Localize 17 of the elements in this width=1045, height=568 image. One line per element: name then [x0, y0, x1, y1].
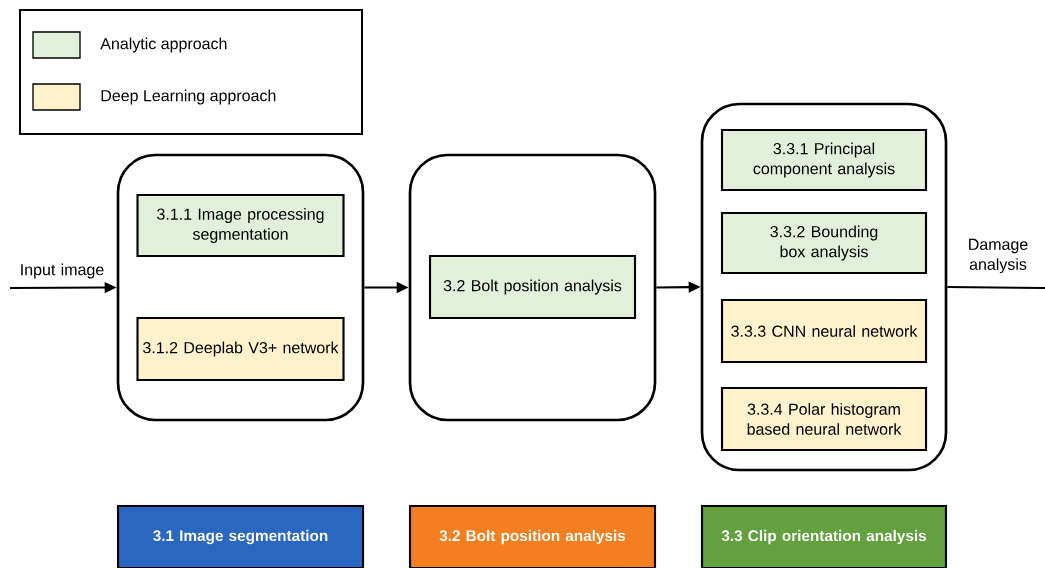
process-box: 3.3.2 Bounding box analysis [720, 211, 928, 275]
section-banner: 3.3 Clip orientation analysis [700, 504, 948, 568]
section-banner: 3.2 Bolt position analysis [408, 504, 657, 568]
process-box: 3.2 Bolt position analysis [428, 254, 637, 320]
process-box: 3.1.1 Image processing segmentation [136, 193, 345, 258]
legend-label: Deep Learning approach [101, 89, 276, 105]
process-box: 3.3.1 Principal component analysis [720, 128, 928, 192]
process-box: 3.3.3 CNN neural network [720, 298, 928, 364]
rounded-box [700, 102, 948, 472]
rounded-box [408, 153, 657, 422]
rounded-box [116, 153, 365, 422]
process-box: 3.1.2 Deeplab V3+ network [136, 316, 345, 382]
edge-label: Input image [13, 262, 111, 280]
legend-label: Analytic approach [100, 37, 227, 53]
edge-label: Damage analysis [961, 237, 1035, 275]
section-banner: 3.1 Image segmentation [116, 504, 365, 568]
process-box: 3.3.4 Polar histogram based neural network [720, 386, 928, 452]
